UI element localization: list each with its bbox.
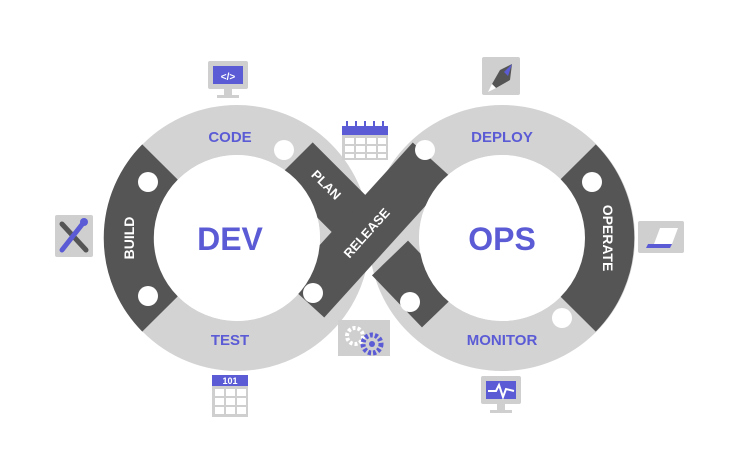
- binary-table-icon: 101: [212, 375, 248, 417]
- tools-icon: [55, 215, 93, 257]
- dev-title: DEV: [197, 221, 263, 257]
- stage-build-label: BUILD: [121, 217, 137, 260]
- stage-code-label: CODE: [208, 129, 251, 146]
- laptop-icon: [638, 221, 684, 253]
- monitor-lower-segment: [371, 240, 459, 328]
- calendar-icon: [342, 121, 388, 160]
- release-segment: [285, 142, 452, 318]
- rocket-icon: [482, 57, 520, 95]
- plan-segment: [277, 142, 368, 233]
- stage-deploy-label: DEPLOY: [471, 129, 533, 146]
- infinity-loop: [103, 105, 635, 371]
- stage-monitor-label: MONITOR: [467, 332, 538, 349]
- stage-test-label: TEST: [211, 332, 249, 349]
- stage-operate-label: OPERATE: [600, 205, 616, 272]
- code-icon-text: </>: [221, 72, 236, 83]
- gears-icon: [338, 320, 390, 356]
- code-monitor-icon: </>: [208, 61, 248, 98]
- puzzle-notches: [138, 140, 602, 328]
- ops-title: OPS: [468, 221, 536, 257]
- test-icon-text: 101: [222, 376, 237, 386]
- monitor-pulse-icon: [481, 376, 521, 413]
